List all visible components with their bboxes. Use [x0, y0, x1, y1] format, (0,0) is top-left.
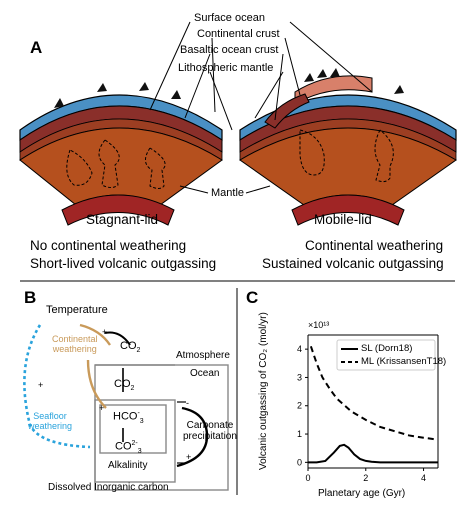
carbonate-ion: CO2-3	[115, 440, 142, 455]
panel-a-letter: A	[30, 38, 43, 57]
x-axis-label: Planetary age (Gyr)	[318, 488, 406, 499]
volcano-icon	[54, 98, 64, 108]
x-tick-label: 2	[363, 473, 368, 483]
sign-plus: +	[99, 403, 105, 413]
y-tick-label: 1	[297, 429, 302, 439]
alkalinity-box	[99, 404, 167, 454]
volcano-icon	[394, 85, 404, 94]
chart-legend	[336, 339, 436, 371]
mobile-line1: Continental weathering	[305, 238, 444, 253]
core-layer	[291, 194, 405, 226]
sign-plus: +	[102, 327, 108, 337]
label-surface-ocean: Surface ocean	[194, 12, 265, 24]
volcano-icon	[317, 69, 327, 78]
sign-minus: -	[186, 398, 189, 408]
legend-sl-label: SL (Dorn18)	[361, 343, 413, 354]
volcano-icon	[330, 68, 340, 77]
y-tick-label: 0	[297, 457, 302, 467]
label-lithospheric-mantle: Lithospheric mantle	[178, 62, 274, 74]
stagnant-lid-title: Stagnant-lid	[86, 212, 159, 227]
dic-label: Dissolved Inorganic carbon	[48, 482, 169, 493]
label-mantle: Mantle	[211, 187, 245, 199]
ocean-label: Ocean	[190, 368, 220, 379]
y-multiplier: ×10¹³	[308, 320, 330, 330]
mobile-line2: Sustained volcanic outgassing	[262, 256, 444, 271]
dic-box	[94, 399, 176, 483]
chart-series	[308, 345, 439, 464]
temperature-label: Temperature	[46, 304, 108, 316]
y-tick-label: 2	[297, 401, 302, 411]
panel-c-letter: C	[246, 288, 259, 307]
atmosphere-label: Atmosphere	[176, 350, 230, 361]
series-line-ml	[309, 345, 439, 441]
chart-axes	[307, 334, 439, 469]
core-layer	[61, 194, 175, 226]
sign-plus: +	[186, 452, 192, 462]
label-basaltic-crust: Basaltic ocean crust	[180, 44, 279, 56]
y-tick-label: 3	[297, 372, 302, 382]
volcano-icon	[139, 82, 149, 91]
chart-ticks: 0 2 4 0 1 2 3 4	[297, 344, 426, 483]
panel-b-letter: B	[24, 288, 37, 307]
co2-atmosphere: CO2	[120, 340, 141, 355]
sign-plus: +	[38, 380, 44, 390]
y-tick-label: 4	[297, 344, 302, 354]
y-axis-label: Volcanic outgassing of CO₂ (mol/yr)	[258, 312, 269, 470]
alkalinity-label: Alkalinity	[108, 460, 148, 471]
volcano-icon	[304, 73, 314, 82]
volcano-icon	[171, 90, 181, 99]
mobile-lid-planet	[239, 68, 457, 226]
bicarbonate: HCO-3	[113, 410, 144, 425]
x-tick-label: 4	[421, 473, 426, 483]
series-line-sl	[308, 443, 438, 464]
stagnant-lid-planet	[19, 82, 223, 226]
x-tick-label: 0	[305, 473, 310, 483]
mobile-lid-title: Mobile-lid	[314, 212, 372, 227]
leader-lines	[149, 21, 373, 194]
carbon-cycle-diagram	[23, 323, 229, 491]
volcano-icon	[97, 83, 107, 92]
legend-ml-label: ML (KrissansenT18)	[361, 356, 447, 367]
label-continental-crust: Continental crust	[197, 28, 280, 40]
stagnant-line1: No continental weathering	[30, 238, 187, 253]
co2-ocean: CO2	[114, 378, 135, 393]
stagnant-line2: Short-lived volcanic outgassing	[30, 256, 217, 271]
